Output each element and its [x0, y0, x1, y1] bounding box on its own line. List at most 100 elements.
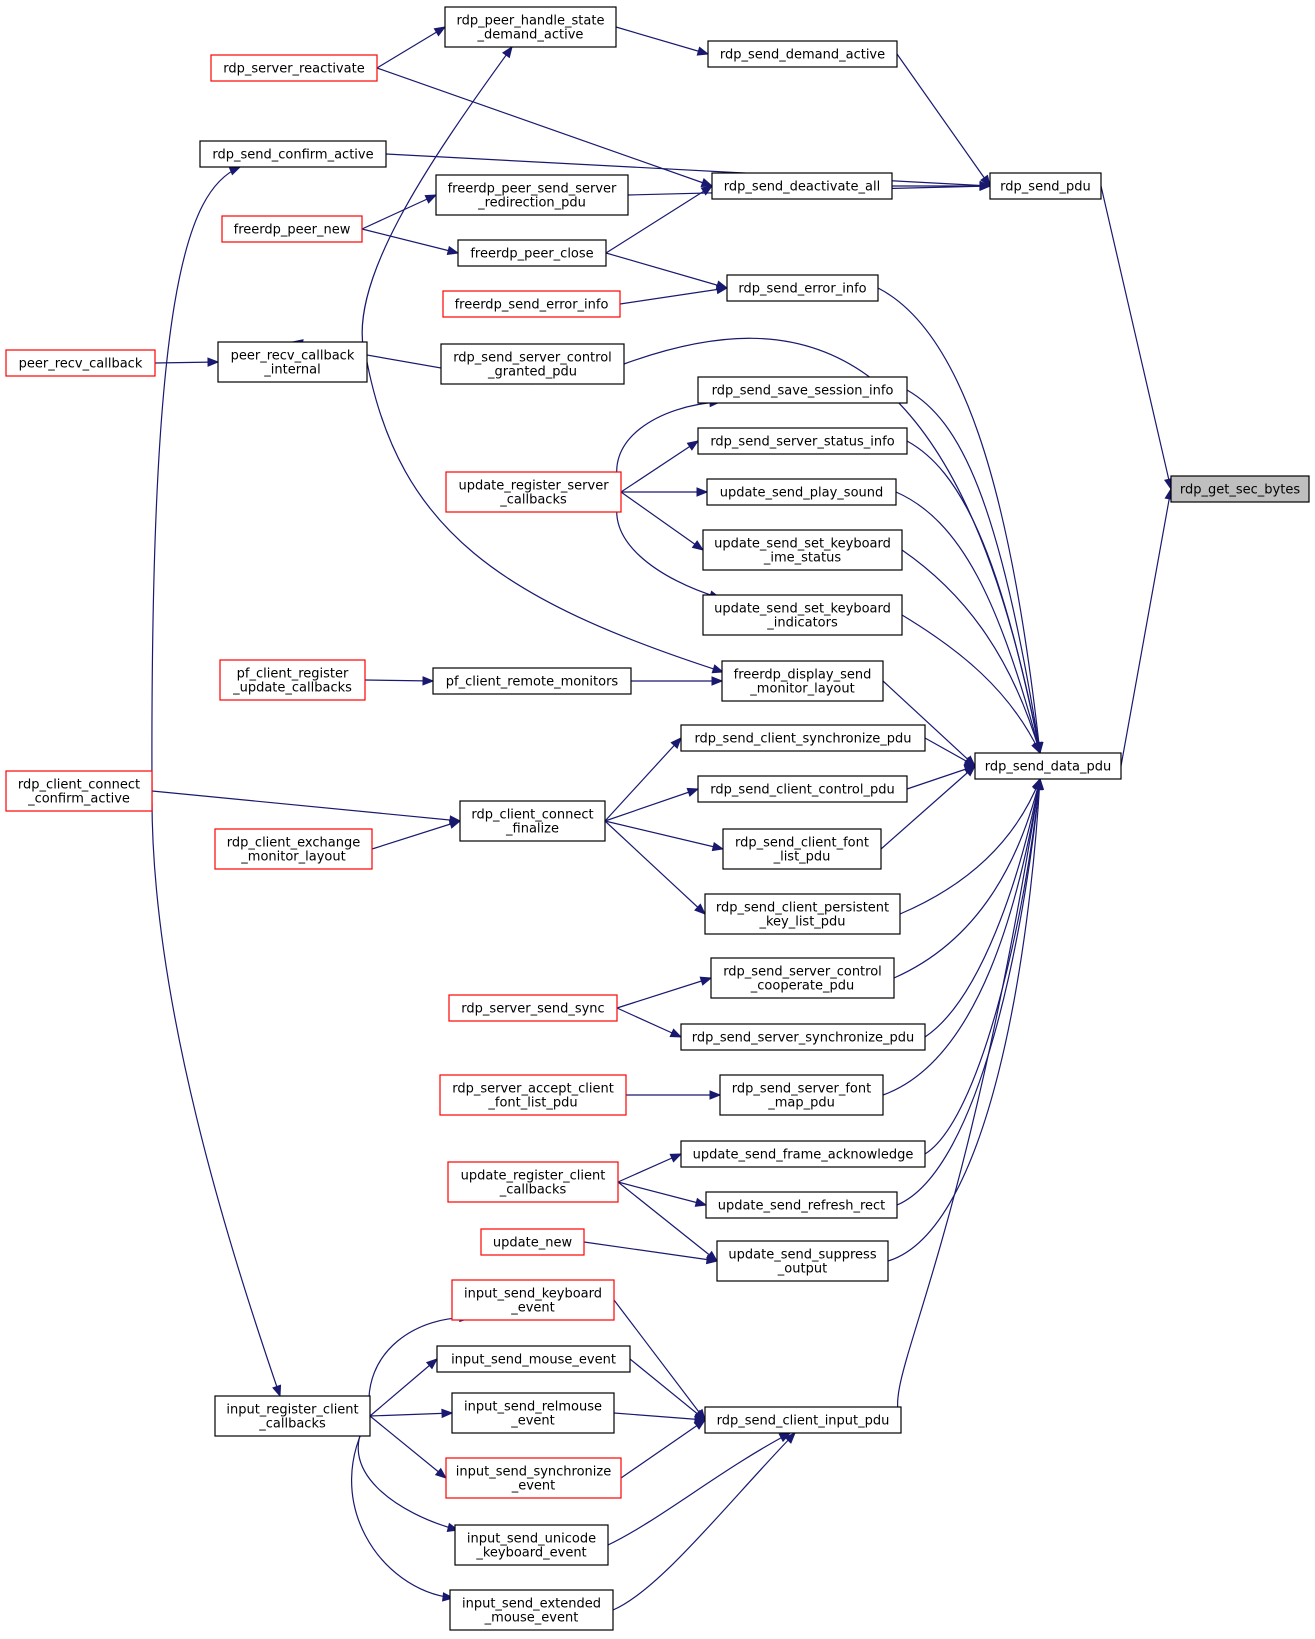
- node-label: peer_recv_callback: [19, 357, 143, 372]
- node-update-new[interactable]: update_new: [480, 1228, 585, 1256]
- edge-freerdp_send_error_info-to-rdp_send_error_info: [619, 287, 728, 305]
- node-box: [451, 1279, 615, 1321]
- node-box: [680, 724, 926, 752]
- edge-rdp_client_connect_confirm_active-to-rdp_send_confirm_active-arrowhead: [228, 166, 242, 176]
- node-update-send-suppress-output[interactable]: update_send_suppress_output: [716, 1240, 889, 1282]
- node-rdp-send-server-synchronize-pdu[interactable]: rdp_send_server_synchronize_pdu: [680, 1023, 926, 1051]
- edge-pf_client_register_update_callbacks-to-pf_client_remote_monitors-arrowhead: [422, 676, 435, 686]
- node-input-send-extended-mouse-event[interactable]: input_send_extended_mouse_event: [449, 1589, 614, 1631]
- node-rdp-send-client-persistent-key-list-pdu[interactable]: rdp_send_client_persistent_key_list_pdu: [704, 893, 901, 935]
- edge-rdp_server_accept_client_font_list_pdu-to-rdp_send_server_font_map_pdu-arrowhead: [709, 1090, 722, 1100]
- node-box: [448, 994, 618, 1022]
- node-update-register-server-callbacks[interactable]: update_register_server_callbacks: [445, 471, 622, 513]
- node-rdp-send-server-font-map-pdu[interactable]: rdp_send_server_font_map_pdu: [719, 1074, 884, 1116]
- node-label: update_new: [493, 1236, 573, 1251]
- node-rdp-send-pdu[interactable]: rdp_send_pdu: [989, 172, 1102, 200]
- node-box: [436, 1345, 631, 1373]
- node-label: _ime_status: [763, 551, 841, 566]
- edge-input_register_client_callbacks-to-input_send_synchronize_event-arrowhead: [434, 1467, 448, 1479]
- node-pf-client-remote-monitors[interactable]: pf_client_remote_monitors: [432, 667, 632, 695]
- node-freerdp-display-send-monitor-layout[interactable]: freerdp_display_send_monitor_layout: [721, 660, 884, 702]
- node-input-send-synchronize-event[interactable]: input_send_synchronize_event: [445, 1457, 622, 1499]
- node-update-send-set-keyboard-ime-status[interactable]: update_send_set_keyboard_ime_status: [702, 529, 903, 571]
- node-freerdp-peer-send-server-redirection-pdu[interactable]: freerdp_peer_send_server_redirection_pdu: [435, 174, 629, 216]
- node-box: [5, 770, 153, 812]
- node-freerdp-peer-close[interactable]: freerdp_peer_close: [457, 239, 607, 267]
- node-box: [217, 341, 368, 383]
- node-update-register-client-callbacks[interactable]: update_register_client_callbacks: [447, 1161, 619, 1203]
- node-box: [459, 800, 606, 842]
- edge-freerdp_display_send_monitor_layout-to-rdp_send_data_pdu: [882, 680, 976, 767]
- node-box: [707, 40, 898, 68]
- node-rdp-send-server-control-cooperate-pdu[interactable]: rdp_send_server_control_cooperate_pdu: [710, 957, 895, 999]
- node-box: [702, 594, 903, 636]
- node-rdp-send-save-session-info[interactable]: rdp_send_save_session_info: [697, 376, 908, 404]
- node-rdp-send-client-control-pdu[interactable]: rdp_send_client_control_pdu: [697, 775, 908, 803]
- node-label: _key_list_pdu: [758, 915, 845, 930]
- node-rdp-peer-handle-state-demand-active[interactable]: rdp_peer_handle_state_demand_active: [444, 6, 617, 48]
- node-rdp-client-exchange-monitor-layout[interactable]: rdp_client_exchange_monitor_layout: [214, 828, 373, 870]
- node-rdp-send-client-font-list-pdu[interactable]: rdp_send_client_font_list_pdu: [722, 828, 882, 870]
- node-box: [989, 172, 1102, 200]
- node-box: [439, 1074, 627, 1116]
- node-input-send-relmouse-event[interactable]: input_send_relmouse_event: [451, 1392, 615, 1434]
- node-update-send-frame-acknowledge[interactable]: update_send_frame_acknowledge: [680, 1140, 926, 1168]
- node-box: [5, 349, 156, 377]
- node-box: [719, 1074, 884, 1116]
- node-update-send-refresh-rect[interactable]: update_send_refresh_rect: [705, 1191, 898, 1219]
- edge-rdp_server_reactivate-to-rdp_send_deactivate_all: [376, 67, 713, 187]
- node-pf-client-register-update-callbacks[interactable]: pf_client_register_update_callbacks: [219, 659, 366, 701]
- edge-rdp_send_server_font_map_pdu-to-rdp_send_data_pdu: [882, 778, 1041, 1096]
- edge-rdp_client_connect_confirm_active-to-input_register_client_callbacks-arrowhead: [272, 1384, 282, 1398]
- edge-update_register_server_callbacks-to-rdp_send_server_status_info: [620, 440, 699, 493]
- node-box: [199, 140, 387, 168]
- node-rdp-send-demand-active[interactable]: rdp_send_demand_active: [707, 40, 898, 68]
- node-rdp-server-send-sync[interactable]: rdp_server_send_sync: [448, 994, 618, 1022]
- node-label: rdp_send_client_input_pdu: [717, 1414, 890, 1429]
- node-rdp-client-connect-confirm-active[interactable]: rdp_client_connect_confirm_active: [5, 770, 153, 812]
- edge-rdp_send_server_control_cooperate_pdu-to-rdp_send_data_pdu: [893, 778, 1041, 979]
- edge-rdp_peer_handle_state_demand_active-to-rdp_send_demand_active-arrowhead: [696, 46, 710, 56]
- node-update-send-set-keyboard-indicators[interactable]: update_send_set_keyboard_indicators: [702, 594, 903, 636]
- edge-freerdp_peer_send_server_redirection_pdu-to-rdp_send_pdu-arrowhead: [979, 181, 992, 191]
- node-box: [680, 1023, 926, 1051]
- edge-rdp_server_reactivate-to-rdp_send_deactivate_all-arrowhead: [700, 178, 714, 187]
- node-input-register-client-callbacks[interactable]: input_register_client_callbacks: [214, 1395, 371, 1437]
- node-rdp-send-client-synchronize-pdu[interactable]: rdp_send_client_synchronize_pdu: [680, 724, 926, 752]
- node-input-send-unicode-keyboard-event[interactable]: input_send_unicode_keyboard_event: [454, 1524, 609, 1566]
- node-rdp-server-reactivate[interactable]: rdp_server_reactivate: [210, 54, 378, 82]
- node-label: _list_pdu: [773, 850, 831, 865]
- node-input-send-mouse-event[interactable]: input_send_mouse_event: [436, 1345, 631, 1373]
- edge-rdp_send_data_pdu-to-rdp_get_sec_bytes: [1120, 488, 1172, 767]
- node-label: _font_list_pdu: [487, 1096, 577, 1111]
- node-rdp-send-deactivate-all[interactable]: rdp_send_deactivate_all: [711, 172, 893, 200]
- node-peer-recv-callback-internal[interactable]: peer_recv_callback_internal: [217, 341, 368, 383]
- node-label: input_send_unicode: [467, 1532, 596, 1547]
- edge-update_send_set_keyboard_indicators-to-rdp_send_data_pdu: [901, 614, 1041, 754]
- edge-input_send_unicode_keyboard_event-to-rdp_send_client_input_pdu: [607, 1432, 791, 1546]
- node-rdp-send-client-input-pdu[interactable]: rdp_send_client_input_pdu: [704, 1406, 902, 1434]
- node-freerdp-peer-new[interactable]: freerdp_peer_new: [221, 215, 363, 243]
- edge-rdp_peer_handle_state_demand_active-to-rdp_send_demand_active: [615, 26, 709, 55]
- node-label: _granted_pdu: [487, 365, 577, 380]
- node-label: rdp_send_server_status_info: [710, 435, 894, 450]
- node-rdp-client-connect-finalize[interactable]: rdp_client_connect_finalize: [459, 800, 606, 842]
- node-freerdp-send-error-info[interactable]: freerdp_send_error_info: [442, 290, 621, 318]
- node-label: _cooperate_pdu: [750, 979, 854, 994]
- node-rdp-get-sec-bytes[interactable]: rdp_get_sec_bytes: [1170, 475, 1310, 503]
- node-rdp-send-data-pdu[interactable]: rdp_send_data_pdu: [974, 752, 1122, 780]
- node-box: [702, 529, 903, 571]
- node-box: [722, 828, 882, 870]
- node-update-send-play-sound[interactable]: update_send_play_sound: [706, 478, 897, 506]
- node-rdp-send-error-info[interactable]: rdp_send_error_info: [726, 274, 879, 302]
- node-peer-recv-callback[interactable]: peer_recv_callback: [5, 349, 156, 377]
- node-rdp-send-confirm-active[interactable]: rdp_send_confirm_active: [199, 140, 387, 168]
- node-rdp-server-accept-client-font-list-pdu[interactable]: rdp_server_accept_client_font_list_pdu: [439, 1074, 627, 1116]
- node-label: rdp_send_error_info: [738, 282, 866, 297]
- edge-rdp_client_exchange_monitor_layout-to-rdp_client_connect_finalize-arrowhead: [448, 819, 462, 829]
- node-rdp-send-server-control-granted-pdu[interactable]: rdp_send_server_control_granted_pdu: [440, 343, 625, 385]
- node-input-send-keyboard-event[interactable]: input_send_keyboard_event: [451, 1279, 615, 1321]
- edge-rdp_server_send_sync-to-rdp_send_server_control_cooperate_pdu-arrowhead: [699, 976, 713, 986]
- edge-rdp_send_demand_active-to-rdp_send_pdu: [896, 53, 991, 187]
- node-rdp-send-server-status-info[interactable]: rdp_send_server_status_info: [697, 427, 908, 455]
